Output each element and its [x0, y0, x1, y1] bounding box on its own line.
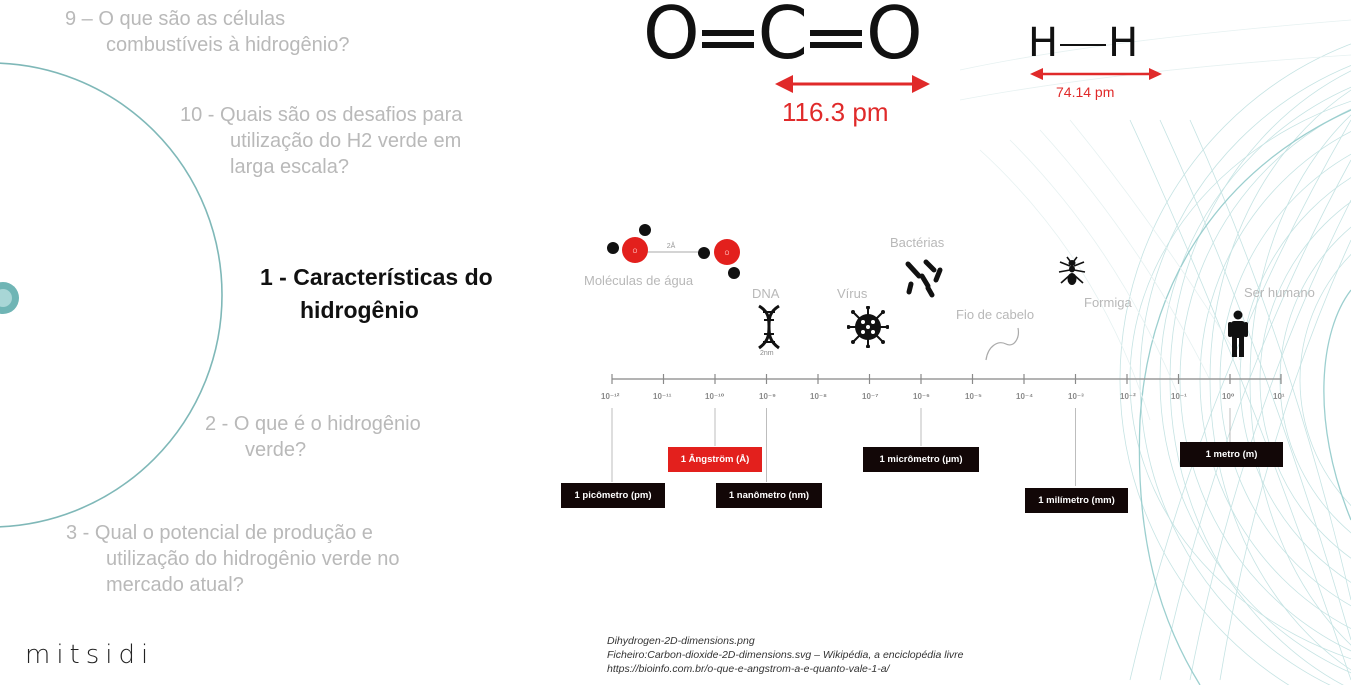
- tick-label: 10¹: [1273, 392, 1285, 401]
- reference-item: https://bioinfo.com.br/o-que-e-angstrom-…: [607, 663, 890, 675]
- single-bond-icon: [1060, 44, 1107, 46]
- bacteria-icon: [905, 259, 943, 298]
- tick-label: 10⁻³: [1068, 392, 1084, 401]
- unit-box-meter: 1 metro (m): [1180, 442, 1283, 467]
- tick-label: 10⁻⁶: [913, 392, 930, 401]
- dna-icon: [758, 304, 780, 350]
- decorative-circle: [0, 62, 223, 528]
- svg-text:O: O: [725, 251, 730, 257]
- label-hair: Fio de cabelo: [956, 307, 1035, 322]
- topic-item-2[interactable]: 2 - O que é o hidrogênio verde?: [205, 413, 421, 461]
- label-water-molecules: Moléculas de água: [584, 273, 694, 288]
- h2-dimension-arrow-icon: [1030, 68, 1162, 80]
- tick-label: 10⁻¹⁰: [705, 392, 725, 401]
- tick-label: 10⁻¹²: [601, 392, 620, 401]
- double-bond-icon: [701, 28, 754, 49]
- h2-bond-length: 74.14 pm: [1056, 84, 1115, 100]
- scale-axis: [611, 374, 1282, 486]
- svg-text:2Å: 2Å: [667, 241, 676, 250]
- hair-strand-icon: [985, 327, 1019, 361]
- co2-dimension-arrow-icon: [775, 75, 930, 93]
- unit-box-angstrom: 1 Ângström (Å): [668, 447, 762, 472]
- tick-label: 10⁰: [1222, 392, 1235, 401]
- label-bacteria: Bactérias: [890, 235, 945, 250]
- unit-box-millimeter: 1 milímetro (mm): [1025, 488, 1128, 513]
- unit-box-nanometer: 1 nanômetro (nm): [716, 483, 822, 508]
- tick-label: 10⁻¹¹: [653, 392, 672, 401]
- ant-icon: [1058, 256, 1086, 285]
- unit-box-picometer: 1 picômetro (pm): [561, 483, 665, 508]
- tick-label: 10⁻⁸: [810, 392, 827, 401]
- topic-item-10[interactable]: 10 - Quais são os desafios para utilizaç…: [180, 104, 463, 178]
- reference-item: Ficheiro:Carbon-dioxide-2D-dimensions.sv…: [607, 649, 964, 661]
- topic-item-9[interactable]: 9 – O que são as células combustíveis à …: [65, 8, 350, 56]
- mitsidi-logo: mitsidi: [25, 640, 155, 670]
- tick-label: 10⁻⁷: [862, 392, 879, 401]
- tick-label: 10⁻⁹: [759, 392, 776, 401]
- topic-item-1-active[interactable]: 1 - Características do hidrogênio: [260, 264, 493, 323]
- svg-text:O: O: [633, 249, 638, 255]
- label-dna: DNA: [752, 286, 780, 301]
- label-human: Ser humano: [1244, 285, 1315, 300]
- wireframe-sphere-edge: [1138, 109, 1351, 685]
- label-ant: Formiga: [1084, 295, 1132, 310]
- dna-size-annotation: 2nm: [760, 350, 774, 357]
- topic-item-3[interactable]: 3 - Qual o potencial de produção e utili…: [66, 522, 400, 596]
- tick-label: 10⁻⁵: [965, 392, 982, 401]
- virus-icon: [847, 306, 889, 348]
- label-virus: Vírus: [837, 286, 868, 301]
- human-icon: [1228, 310, 1248, 357]
- tick-label: 10⁻¹: [1171, 392, 1187, 401]
- double-bond-icon: [809, 28, 862, 49]
- tick-label: 10⁻⁴: [1016, 392, 1034, 401]
- unit-box-micrometer: 1 micrômetro (µm): [863, 447, 979, 472]
- tick-label: 10⁻²: [1120, 392, 1136, 401]
- reference-item: Dihydrogen-2D-dimensions.png: [607, 635, 755, 647]
- co2-bond-length: 116.3 pm: [782, 97, 889, 127]
- references: Dihydrogen-2D-dimensions.png Ficheiro:Ca…: [607, 634, 964, 676]
- water-molecules-icon: 2Å O O: [607, 224, 740, 279]
